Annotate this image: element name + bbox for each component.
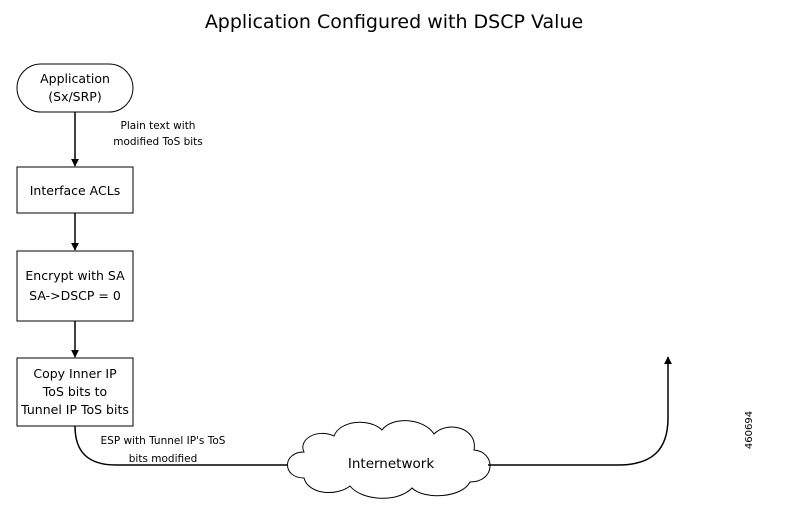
- copy-tos-label-line1: Copy Inner IP: [33, 366, 117, 381]
- interface-acls-label: Interface ACLs: [30, 183, 120, 198]
- figure-id: 460694: [744, 411, 755, 449]
- connector-copy-to-cloud: [74, 425, 297, 466]
- plain-text-annotation-line2: modified ToS bits: [113, 136, 203, 148]
- encrypt-shape: [16, 250, 134, 322]
- plain-text-annotation-line1: Plain text with: [121, 120, 196, 132]
- cloud-shape: [287, 420, 491, 499]
- encrypt-label-line2: SA->DSCP = 0: [29, 288, 121, 303]
- esp-annotation: ESP with Tunnel IP's ToS bits modified: [101, 435, 226, 465]
- diagram-title: Application Configured with DSCP Value: [205, 11, 583, 33]
- plain-text-annotation: Plain text with modified ToS bits: [113, 120, 203, 148]
- application-label-line1: Application: [40, 71, 110, 86]
- cloud-label: Internetwork: [348, 456, 434, 472]
- esp-annotation-line1: ESP with Tunnel IP's ToS: [101, 435, 226, 447]
- esp-annotation-line2: bits modified: [129, 453, 197, 465]
- interface-acls-node: Interface ACLs: [16, 166, 134, 214]
- application-label-line2: (Sx/SRP): [48, 89, 101, 104]
- interface-acls-shape: [16, 166, 134, 214]
- copy-tos-label-line3: Tunnel IP ToS bits: [20, 402, 129, 417]
- copy-tos-shape: [16, 357, 134, 427]
- encrypt-label-line1: Encrypt with SA: [25, 268, 125, 283]
- copy-tos-label-line2: ToS bits to: [42, 384, 107, 399]
- encrypt-node: Encrypt with SA SA->DSCP = 0: [16, 250, 134, 322]
- application-node: Application (Sx/SRP): [16, 63, 134, 113]
- internetwork-cloud: Internetwork: [287, 420, 491, 499]
- connector-cloud-to-exit: [488, 356, 672, 466]
- copy-tos-node: Copy Inner IP ToS bits to Tunnel IP ToS …: [16, 357, 134, 427]
